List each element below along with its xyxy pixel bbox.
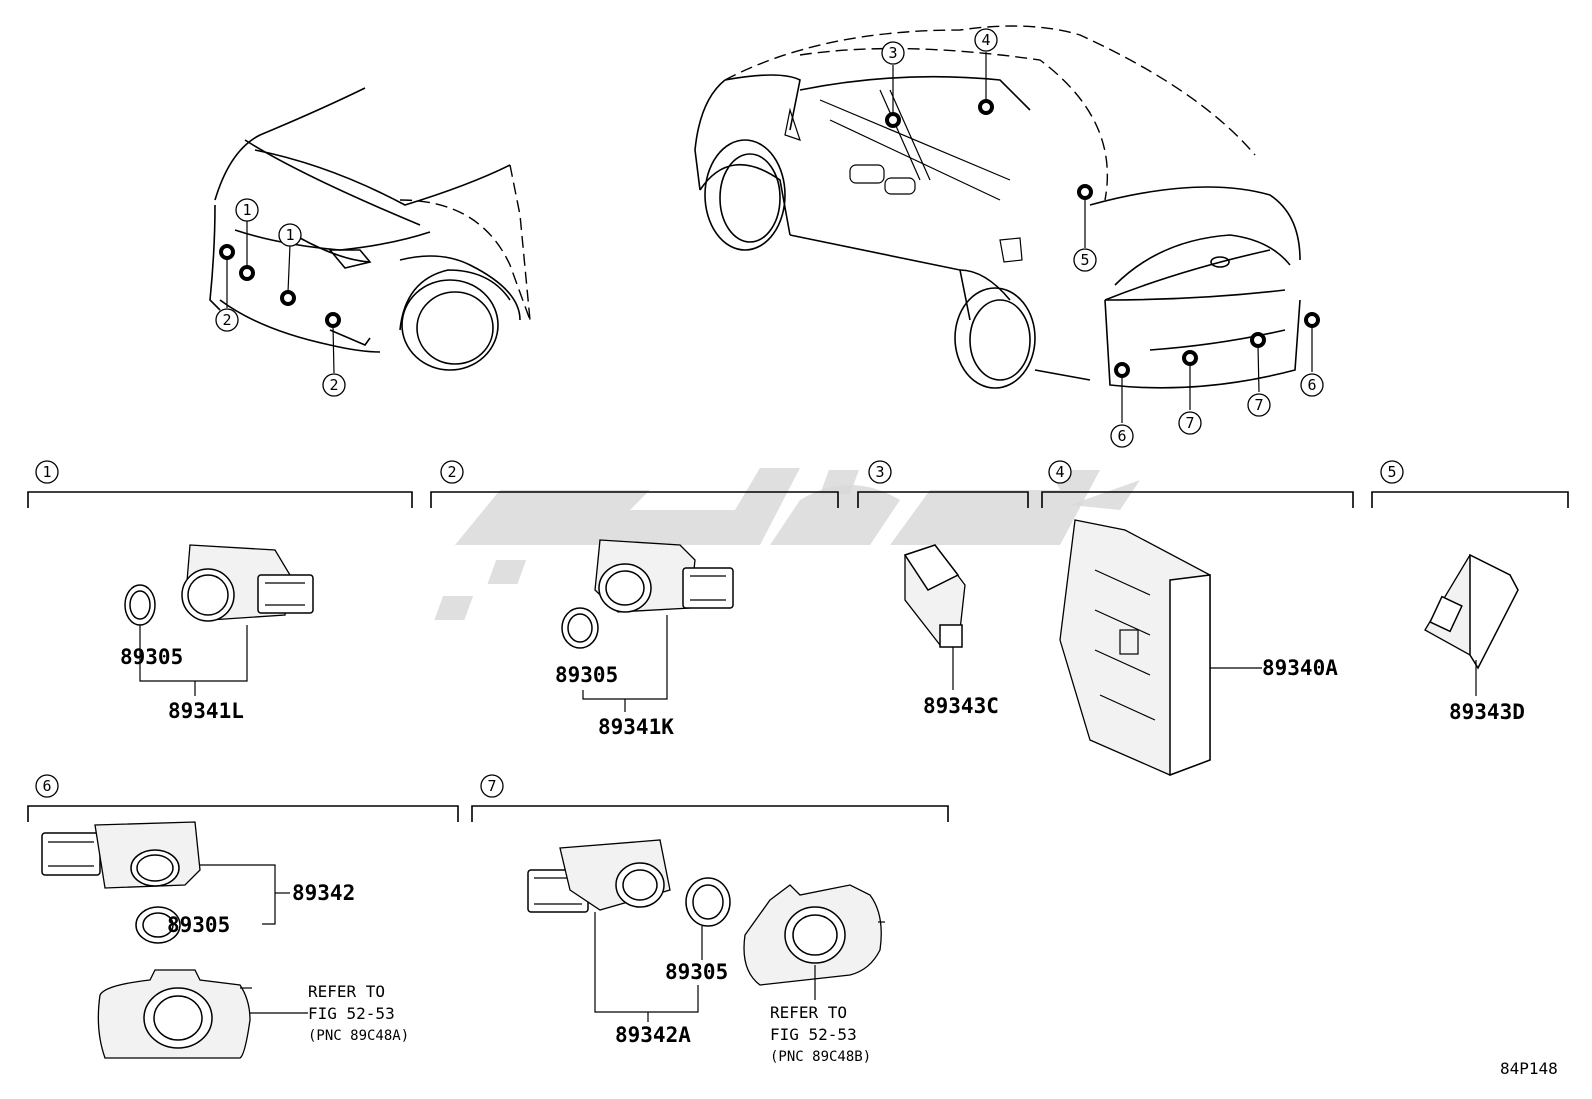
ring-89305-illustration bbox=[135, 906, 181, 944]
svg-text:2: 2 bbox=[329, 376, 338, 394]
refer-pnc-label: (PNC 89C48B) bbox=[770, 1049, 871, 1065]
sensor-89342-illustration bbox=[41, 821, 201, 889]
group-4-number: 4 bbox=[1055, 463, 1064, 481]
refer-fig-label: FIG 52-53 bbox=[770, 1025, 857, 1044]
svg-text:6: 6 bbox=[1307, 376, 1316, 394]
group-5: 5 89343D bbox=[1371, 460, 1569, 724]
refer-to-label: REFER TO bbox=[770, 1003, 847, 1022]
part-number-89341K: 89341K bbox=[598, 715, 674, 739]
part-number-89340A: 89340A bbox=[1262, 656, 1338, 680]
group-3: 3 89343C bbox=[857, 460, 1029, 718]
switch-89343C-illustration bbox=[903, 544, 966, 648]
rear-vehicle-illustration bbox=[694, 25, 1301, 389]
part-number-89342A: 89342A bbox=[615, 1023, 691, 1047]
part-number-89305: 89305 bbox=[665, 960, 728, 984]
rear-callouts: 3 4 5 6 6 7 7 bbox=[881, 28, 1324, 448]
callout-front-1a: 1 bbox=[235, 198, 259, 222]
group-1-number: 1 bbox=[42, 463, 51, 481]
group-5-number: 5 bbox=[1387, 463, 1396, 481]
group-2: 2 89305 89341K bbox=[430, 460, 839, 739]
group-7-number: 7 bbox=[487, 777, 496, 795]
svg-text:6: 6 bbox=[1117, 427, 1126, 445]
part-number-89341L: 89341L bbox=[168, 699, 244, 723]
svg-text:7: 7 bbox=[1185, 414, 1194, 432]
front-callouts: 1 1 2 2 bbox=[215, 198, 346, 397]
retainer-89C48B-illustration bbox=[743, 884, 885, 986]
group-3-number: 3 bbox=[875, 463, 884, 481]
callout-rear-3: 3 bbox=[881, 41, 905, 65]
callout-front-2b: 2 bbox=[322, 373, 346, 397]
callout-rear-6b: 6 bbox=[1300, 373, 1324, 397]
svg-text:1: 1 bbox=[285, 226, 294, 244]
rear-sensor-dots bbox=[885, 52, 1320, 423]
svg-text:3: 3 bbox=[888, 44, 897, 62]
callout-rear-7b: 7 bbox=[1247, 393, 1271, 417]
svg-text:5: 5 bbox=[1080, 251, 1089, 269]
refer-pnc-label: (PNC 89C48A) bbox=[308, 1028, 409, 1044]
callout-front-1b: 1 bbox=[278, 223, 302, 247]
svg-text:2: 2 bbox=[222, 311, 231, 329]
part-number-89305: 89305 bbox=[167, 913, 230, 937]
sensor-89341K-illustration bbox=[561, 539, 734, 649]
part-number-89305: 89305 bbox=[555, 663, 618, 687]
group-7: 7 89305 89342A REFER TO FIG 52-53 (PNC 8… bbox=[471, 774, 949, 1065]
svg-text:7: 7 bbox=[1254, 396, 1263, 414]
callout-rear-7a: 7 bbox=[1178, 411, 1202, 435]
part-number-89343D: 89343D bbox=[1449, 700, 1525, 724]
group-4: 4 89340A bbox=[1041, 460, 1354, 777]
svg-text:1: 1 bbox=[242, 201, 251, 219]
callout-front-2a: 2 bbox=[215, 308, 239, 332]
part-number-89343C: 89343C bbox=[923, 694, 999, 718]
retainer-89C48A-illustration bbox=[97, 969, 252, 1059]
figure-code: 84P148 bbox=[1500, 1059, 1558, 1078]
group-6: 6 89342 89305 REFER TO FIG 52-53 (PNC 89… bbox=[27, 774, 459, 1059]
refer-fig-label: FIG 52-53 bbox=[308, 1004, 395, 1023]
part-number-89342: 89342 bbox=[292, 881, 355, 905]
part-number-89305: 89305 bbox=[120, 645, 183, 669]
group-6-number: 6 bbox=[42, 777, 51, 795]
callout-rear-5: 5 bbox=[1073, 248, 1097, 272]
computer-89343D-illustration bbox=[1424, 553, 1519, 670]
sensor-89342A-illustration bbox=[527, 839, 671, 913]
ring-89305-illustration bbox=[685, 877, 731, 927]
sensor-89341L-illustration bbox=[124, 544, 314, 626]
watermark-logo bbox=[434, 468, 1140, 620]
callout-rear-4: 4 bbox=[974, 28, 998, 52]
refer-to-label: REFER TO bbox=[308, 982, 385, 1001]
callout-rear-6a: 6 bbox=[1110, 424, 1134, 448]
front-sensor-dots bbox=[219, 220, 341, 374]
group-2-number: 2 bbox=[447, 463, 456, 481]
group-1: 1 89305 89341L bbox=[27, 460, 413, 723]
computer-89340A-illustration bbox=[1059, 519, 1211, 777]
front-vehicle-illustration bbox=[209, 87, 531, 371]
svg-text:4: 4 bbox=[981, 31, 990, 49]
